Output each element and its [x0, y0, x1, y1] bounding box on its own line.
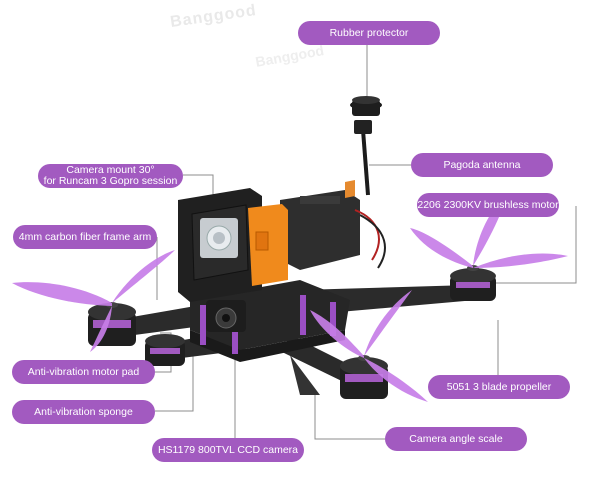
leader-angle-scale [314, 395, 385, 440]
angle-scale-illustration [290, 355, 320, 395]
label-rubber-protector: Rubber protector [298, 21, 440, 45]
label-motor: 2206 2300KV brushless motor [417, 193, 559, 217]
motor-front-left [145, 334, 185, 366]
label-camera-mount-line1: Camera mount 30° [66, 164, 155, 176]
label-sponge: Anti-vibration sponge [12, 400, 155, 424]
leader-sponge [155, 352, 194, 412]
label-angle-scale: Camera angle scale [385, 427, 527, 451]
motor-rear-left [88, 302, 136, 346]
propeller-rear-left [12, 250, 175, 352]
leader-camera-mount [183, 174, 214, 200]
camera-mount-illustration [178, 188, 288, 302]
label-propeller: 5051 3 blade propeller [428, 375, 570, 399]
motor-front-right [340, 355, 388, 399]
label-ccd-camera: HS1179 800TVL CCD camera [152, 438, 304, 462]
motor-rear-right [450, 265, 496, 301]
label-camera-mount: Camera mount 30° for Runcam 3 Gopro sess… [38, 164, 183, 188]
label-motor-pad: Anti-vibration motor pad [12, 360, 155, 384]
center-plate [190, 280, 350, 350]
label-frame-arm: 4mm carbon fiber frame arm [13, 225, 157, 249]
propeller-front-right [310, 290, 428, 402]
pagoda-antenna-illustration [350, 96, 382, 196]
standoffs [200, 295, 336, 354]
label-pagoda-antenna: Pagoda antenna [411, 153, 553, 177]
label-camera-mount-line2: for Runcam 3 Gopro session [43, 175, 178, 187]
leader-motor [494, 206, 577, 284]
ccd-camera-illustration [206, 300, 246, 332]
